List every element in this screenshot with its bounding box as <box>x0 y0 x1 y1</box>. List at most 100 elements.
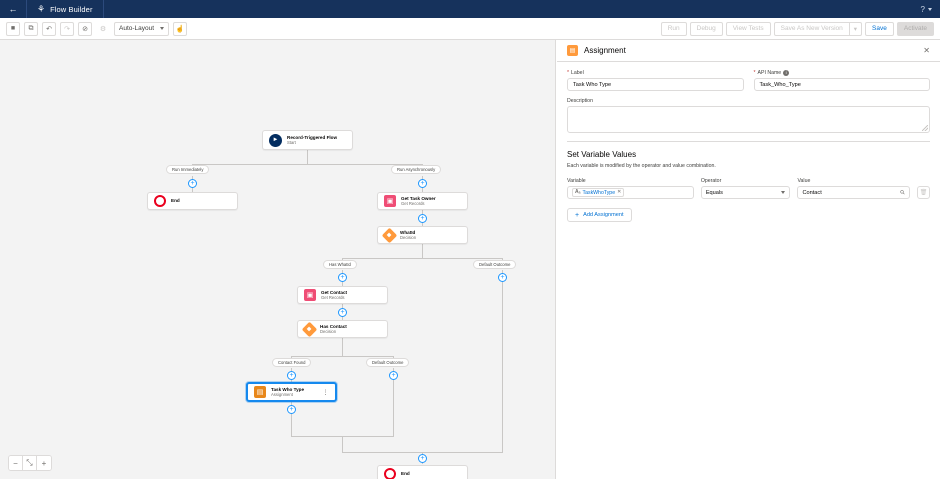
node-title: End <box>171 198 180 204</box>
remove-pill-icon[interactable]: ✕ <box>617 189 622 195</box>
search-icon[interactable]: ⚲ <box>899 188 907 197</box>
stop-icon <box>384 468 396 479</box>
help-question-icon[interactable]: ? <box>920 4 925 14</box>
resize-handle-icon[interactable] <box>922 125 928 131</box>
node-text: WhatId Decision <box>400 230 416 241</box>
save-as-new-version-button[interactable]: Save As New Version <box>773 21 850 36</box>
back-arrow-icon[interactable]: ← <box>8 4 18 14</box>
node-text: End <box>171 198 180 204</box>
activate-button[interactable]: Activate <box>896 21 934 36</box>
assignment-row: Variable Aₐ TaskWhoType ✕ Operator Equal… <box>567 178 930 199</box>
save-as-new-version-group: Save As New Version ▾ <box>773 21 863 36</box>
text-variable-icon: Aₐ <box>575 189 581 195</box>
connector-line <box>502 270 503 452</box>
gear-icon[interactable]: ⚙ <box>96 21 110 36</box>
undo-icon[interactable]: ↶ <box>42 21 56 36</box>
plus-icon: + <box>575 211 580 219</box>
branch-label-run-immediately[interactable]: Run Immediately <box>166 165 210 174</box>
connector-line <box>393 368 394 436</box>
pointer-icon[interactable]: ☝ <box>173 21 188 36</box>
panel-header: ▤ Assignment ✕ <box>557 40 940 62</box>
node-title: End <box>401 471 410 477</box>
node-kebab-menu-icon[interactable]: ⋮ <box>322 389 329 396</box>
node-subtitle: Decision <box>320 329 337 335</box>
copy-icon[interactable]: ⧉ <box>24 21 38 36</box>
element-properties-panel: ▤ Assignment ✕ * Label Task Who Type * A… <box>557 40 940 479</box>
zoom-controls: − ⤡ + <box>8 455 52 471</box>
add-element-plus-icon[interactable]: + <box>498 273 507 282</box>
node-text: Get Task Owner Get Records <box>401 196 436 207</box>
view-tests-button[interactable]: View Tests <box>725 21 771 36</box>
label-input[interactable]: Task Who Type <box>567 78 744 91</box>
add-element-plus-icon[interactable]: + <box>338 273 347 282</box>
save-as-new-version-dropdown[interactable]: ▾ <box>849 21 863 36</box>
variable-combobox[interactable]: Aₐ TaskWhoType ✕ <box>567 186 694 199</box>
section-divider <box>567 141 930 142</box>
connector-line <box>342 436 343 452</box>
app-identity[interactable]: ⚘ Flow Builder <box>27 0 104 18</box>
flow-node-whatid-decision[interactable]: ◆ WhatId Decision <box>377 226 468 244</box>
flow-builder-icon: ⚘ <box>37 3 46 14</box>
chevron-down-icon[interactable] <box>928 7 932 11</box>
connector-line <box>422 240 423 258</box>
flow-node-start[interactable]: ► Record-Triggered Flow Start <box>262 130 353 150</box>
flow-node-has-contact-decision[interactable]: ◆ Has Contact Decision <box>297 320 388 338</box>
value-combobox[interactable]: Contact ⚲ <box>797 186 910 199</box>
add-element-plus-icon[interactable]: + <box>287 371 296 380</box>
app-name-label: Flow Builder <box>50 4 93 14</box>
branch-label-contact-found[interactable]: Contact Found <box>272 358 312 367</box>
node-subtitle: Assignment <box>271 392 293 398</box>
node-text: Record-Triggered Flow Start <box>287 135 337 146</box>
add-element-plus-icon[interactable]: + <box>418 214 427 223</box>
connector-line <box>291 402 292 436</box>
toolbar-left-group: ■ ⧉ ↶ ↷ ⊘ ⚙ Auto-Layout ☝ <box>6 21 188 36</box>
branch-label-default-outcome-1[interactable]: Default Outcome <box>473 260 517 269</box>
debug-button[interactable]: Debug <box>689 21 723 36</box>
variable-column: Variable Aₐ TaskWhoType ✕ <box>567 178 694 199</box>
add-element-plus-icon[interactable]: + <box>418 179 427 188</box>
node-text: Task Who Type Assignment <box>271 387 304 398</box>
flow-node-get-contact[interactable]: ▣ Get Contact Get Records <box>297 286 388 304</box>
operator-column: Operator Equals <box>700 178 791 199</box>
api-name-input[interactable]: Task_Who_Type <box>753 78 930 91</box>
add-element-plus-icon[interactable]: + <box>389 371 398 380</box>
variable-pill[interactable]: Aₐ TaskWhoType ✕ <box>572 188 625 197</box>
add-element-plus-icon[interactable]: + <box>287 405 296 414</box>
layout-select[interactable]: Auto-Layout <box>114 21 170 36</box>
add-element-plus-icon[interactable]: + <box>338 308 347 317</box>
zoom-in-button[interactable]: + <box>37 456 51 470</box>
info-icon[interactable]: i <box>783 70 790 76</box>
no-entry-icon[interactable]: ⊘ <box>78 21 92 36</box>
flow-node-get-task-owner[interactable]: ▣ Get Task Owner Get Records <box>377 192 468 210</box>
delete-icon[interactable]: 🗑 <box>917 186 930 199</box>
connector-line <box>192 164 423 165</box>
close-icon[interactable]: ✕ <box>923 45 930 55</box>
panel-title: Assignment <box>584 46 626 55</box>
add-element-plus-icon[interactable]: + <box>418 454 427 463</box>
run-button[interactable]: Run <box>660 21 687 36</box>
flow-node-end-left[interactable]: End <box>147 192 238 210</box>
description-field-group: Description <box>567 98 930 133</box>
connector-line <box>342 338 343 356</box>
label-text: Label <box>571 70 584 76</box>
operator-combobox[interactable]: Equals <box>700 186 791 199</box>
global-header: ← ⚘ Flow Builder ? <box>0 0 940 18</box>
add-element-plus-icon[interactable]: + <box>188 179 197 188</box>
save-button[interactable]: Save <box>865 21 894 36</box>
branch-label-has-whatid[interactable]: Has WhatId <box>323 260 357 269</box>
branch-label-run-asynchronously[interactable]: Run Asynchronously <box>391 165 442 174</box>
redo-icon[interactable]: ↷ <box>60 21 74 36</box>
panel-toggle-icon[interactable]: ■ <box>6 21 20 36</box>
add-assignment-button[interactable]: + Add Assignment <box>567 208 632 222</box>
flow-node-end-bottom[interactable]: End <box>377 465 468 479</box>
api-name-field-group: * API Name i Task_Who_Type <box>753 70 930 91</box>
flow-canvas[interactable]: ► Record-Triggered Flow Start Run Immedi… <box>0 40 556 479</box>
flow-node-task-who-type[interactable]: ▤ Task Who Type Assignment ⋮ <box>246 382 337 402</box>
description-textarea[interactable] <box>567 106 930 133</box>
zoom-out-button[interactable]: − <box>9 456 23 470</box>
decision-icon: ◆ <box>301 321 318 337</box>
zoom-to-fit-button[interactable]: ⤡ <box>23 456 37 470</box>
flow-diagram: ► Record-Triggered Flow Start Run Immedi… <box>0 40 555 479</box>
branch-label-default-outcome-2[interactable]: Default Outcome <box>366 358 410 367</box>
